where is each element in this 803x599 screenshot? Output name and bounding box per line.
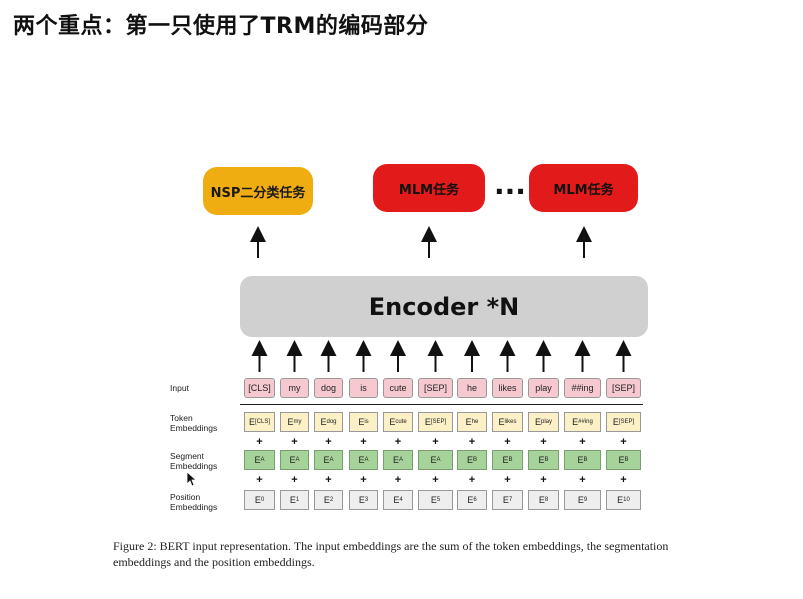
token-label-line2: Embeddings xyxy=(170,423,218,433)
mlm-task-box-1: MLM任务 xyxy=(373,164,485,212)
mlm-task-box-2: MLM任务 xyxy=(529,164,638,212)
position-label-line1: Position xyxy=(170,492,201,502)
input-token: is xyxy=(349,378,378,398)
input-separator-line xyxy=(240,404,643,405)
plus-sign: + xyxy=(432,474,439,486)
plus-sign: + xyxy=(620,436,627,448)
segment-row-label: Segment Embeddings xyxy=(170,451,217,471)
input-token: ##ing xyxy=(564,378,601,398)
plus-sign: + xyxy=(468,474,476,486)
plus-sign: + xyxy=(504,436,511,448)
nsp-task-box: NSP二分类任务 xyxy=(203,167,313,215)
plus-sign: + xyxy=(504,474,511,486)
plus-sign: + xyxy=(579,436,586,448)
token-row-label: Token Embeddings xyxy=(170,413,217,433)
upper-arrows xyxy=(250,226,592,258)
token-embedding: E[SEP] xyxy=(418,412,453,432)
segment-label-line2: Embeddings xyxy=(170,461,218,471)
input-token: play xyxy=(528,378,559,398)
plus-sign: + xyxy=(620,474,627,486)
encoder-block: Encoder *N xyxy=(240,276,648,337)
plus-sign: + xyxy=(291,474,298,486)
segment-label-line1: Segment xyxy=(170,451,205,461)
plus-sign: + xyxy=(360,436,367,448)
mouse-cursor-icon xyxy=(186,471,198,491)
input-token: [SEP] xyxy=(606,378,641,398)
plus-sign: + xyxy=(325,436,332,448)
input-token: dog xyxy=(314,378,343,398)
input-token: [SEP] xyxy=(418,378,453,398)
plus-sign: + xyxy=(394,436,402,448)
plus-sign: + xyxy=(579,474,586,486)
plus-sign: + xyxy=(291,436,298,448)
plus-sign: + xyxy=(540,436,547,448)
plus-sign: + xyxy=(432,436,439,448)
input-token: likes xyxy=(492,378,523,398)
token-label-line1: Token xyxy=(170,413,193,423)
input-token: my xyxy=(280,378,309,398)
plus-sign: + xyxy=(468,436,476,448)
input-row-label: Input xyxy=(170,383,189,393)
plus-sign: + xyxy=(394,474,402,486)
plus-sign: + xyxy=(256,474,263,486)
plus-sign: + xyxy=(256,436,263,448)
input-token: cute xyxy=(383,378,413,398)
input-token: [CLS] xyxy=(244,378,275,398)
position-label-line2: Embeddings xyxy=(170,502,218,512)
ellipsis: ... xyxy=(494,168,526,201)
token-embedding: E[SEP] xyxy=(606,412,641,432)
input-label: Input xyxy=(170,383,189,393)
token-embedding: E##ing xyxy=(564,412,601,432)
page-title: 两个重点：第一只使用了TRM的编码部分 xyxy=(13,14,429,39)
plus-sign: + xyxy=(325,474,332,486)
figure-caption: Figure 2: BERT input representation. The… xyxy=(113,539,669,569)
token-embedding: E[CLS] xyxy=(244,412,275,432)
position-row-label: Position Embeddings xyxy=(170,492,217,512)
plus-sign: + xyxy=(540,474,547,486)
plus-sign: + xyxy=(360,474,367,486)
lower-arrows xyxy=(251,340,632,372)
input-token: he xyxy=(457,378,487,398)
